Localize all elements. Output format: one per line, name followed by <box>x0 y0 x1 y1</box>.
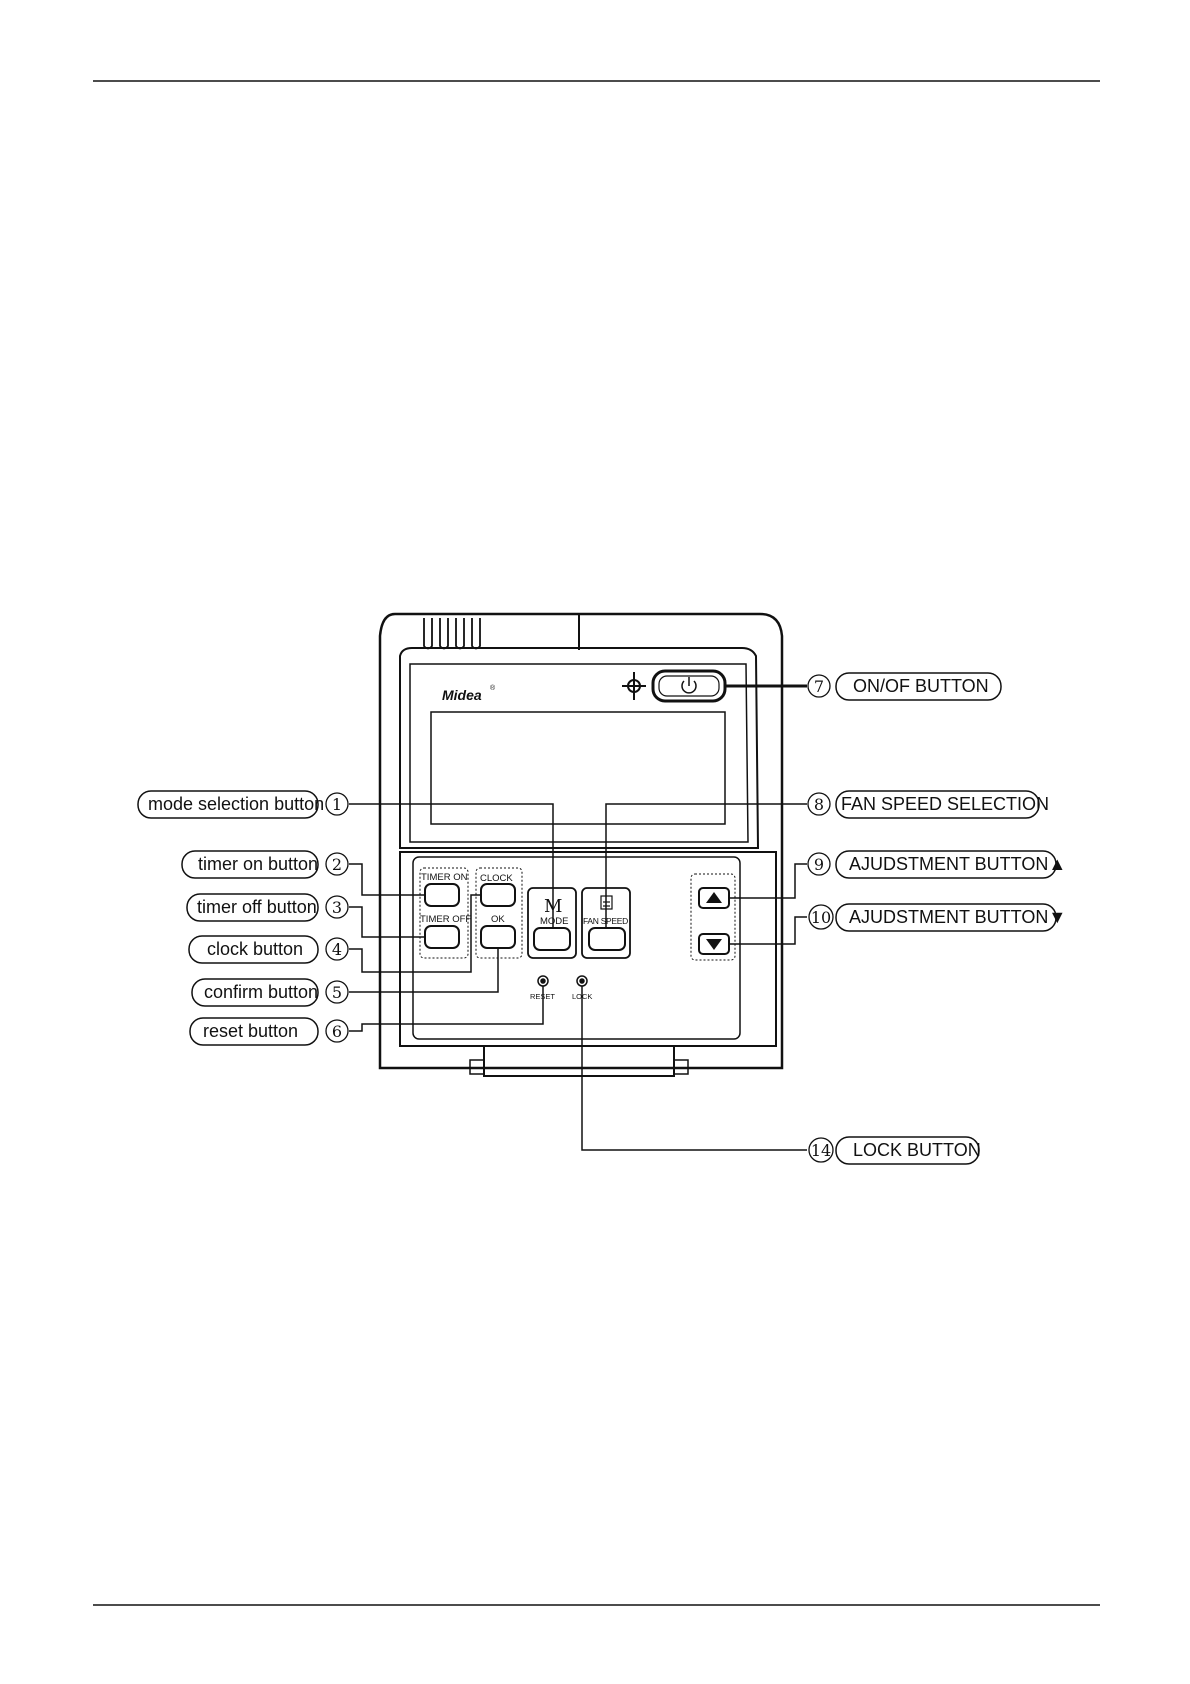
callout-label-3: timer off button <box>197 897 317 917</box>
callout-number-3: 3 <box>332 898 342 917</box>
timer-on-label: TIMER ON <box>421 872 468 883</box>
callout-label-14: LOCK BUTTON <box>853 1140 981 1160</box>
callout-number-9: 9 <box>814 855 824 874</box>
callout-number-8: 8 <box>814 795 824 814</box>
mode-label: MODE <box>540 916 569 927</box>
lcd-screen <box>431 712 725 824</box>
callout-label-1: mode selection button <box>148 794 324 814</box>
ok-button[interactable] <box>481 926 515 948</box>
callout-label-10: AJUDSTMENT BUTTON▼ <box>849 907 1066 927</box>
leader-lines <box>349 686 807 1150</box>
callout-number-5: 5 <box>332 983 342 1002</box>
callout-label-4: clock button <box>207 939 303 959</box>
mode-button[interactable] <box>534 928 570 950</box>
pinholes <box>538 976 587 986</box>
callout-label-8: FAN SPEED SELECTION <box>841 794 1049 814</box>
clock-button[interactable] <box>481 884 515 906</box>
down-arrow-icon <box>706 939 722 950</box>
brand-logo: Midea <box>442 687 482 703</box>
clock-label: CLOCK <box>480 873 513 884</box>
timer-off-button[interactable] <box>425 926 459 948</box>
callout-label-6: reset button <box>203 1021 298 1041</box>
right-callouts: 7 ON/OF BUTTON 8 FAN SPEED SELECTION 9 A… <box>808 673 1066 1164</box>
callout-number-6: 6 <box>332 1022 342 1041</box>
callout-number-2: 2 <box>332 855 342 874</box>
callout-number-14: 14 <box>811 1141 831 1160</box>
bottom-clip <box>484 1046 674 1076</box>
up-arrow-icon <box>706 892 722 903</box>
crosshair-icon <box>622 672 646 700</box>
callout-label-5: confirm button <box>204 982 318 1002</box>
callout-label-9: AJUDSTMENT BUTTON▲ <box>849 854 1066 874</box>
fan-speed-button[interactable] <box>589 928 625 950</box>
callout-number-7: 7 <box>814 677 824 696</box>
vent-slots <box>424 618 480 649</box>
callout-label-7: ON/OF BUTTON <box>853 676 989 696</box>
left-callouts: mode selection button 1 timer on button … <box>138 791 348 1045</box>
wired-controller <box>380 614 782 1076</box>
timer-off-label: TIMER OFF <box>420 914 471 925</box>
timer-on-button[interactable] <box>425 884 459 906</box>
callout-number-10: 10 <box>811 908 831 927</box>
callout-number-4: 4 <box>332 940 342 959</box>
callout-number-1: 1 <box>332 795 342 814</box>
callout-label-2: timer on button <box>198 854 318 874</box>
ok-label: OK <box>491 914 505 925</box>
upper-body <box>400 648 758 848</box>
registered-mark: ® <box>490 684 496 692</box>
